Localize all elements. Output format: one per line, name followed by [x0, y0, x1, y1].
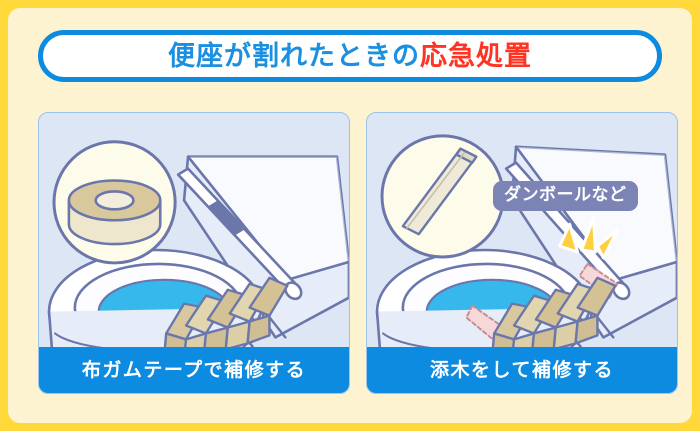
page-title: 便座が割れたときの応急処置: [168, 43, 532, 70]
page-title-accent: 応急処置: [420, 40, 532, 72]
caption-label: 添木をして補修する: [430, 358, 614, 381]
panel-splint-repair[interactable]: ダンボールなど 添木をして補修する: [366, 112, 678, 394]
page-title-main: 便座が割れたときの: [168, 40, 420, 72]
panel-caption-tape-repair: 布ガムテープで補修する: [39, 347, 349, 393]
title-banner: 便座が割れたときの応急処置: [38, 30, 662, 82]
card-surface: 便座が割れたときの応急処置: [8, 8, 692, 423]
tooltip-cardboard: ダンボールなど: [493, 181, 638, 211]
panel-caption-splint-repair: 添木をして補修する: [367, 347, 677, 393]
caption-label: 布ガムテープで補修する: [81, 358, 307, 381]
illustration-tape-repair: [39, 113, 349, 393]
tooltip-label: ダンボールなど: [504, 185, 627, 205]
illustration-splint-repair: [367, 113, 677, 393]
panel-tape-repair[interactable]: 布ガムテープで補修する: [38, 112, 350, 394]
